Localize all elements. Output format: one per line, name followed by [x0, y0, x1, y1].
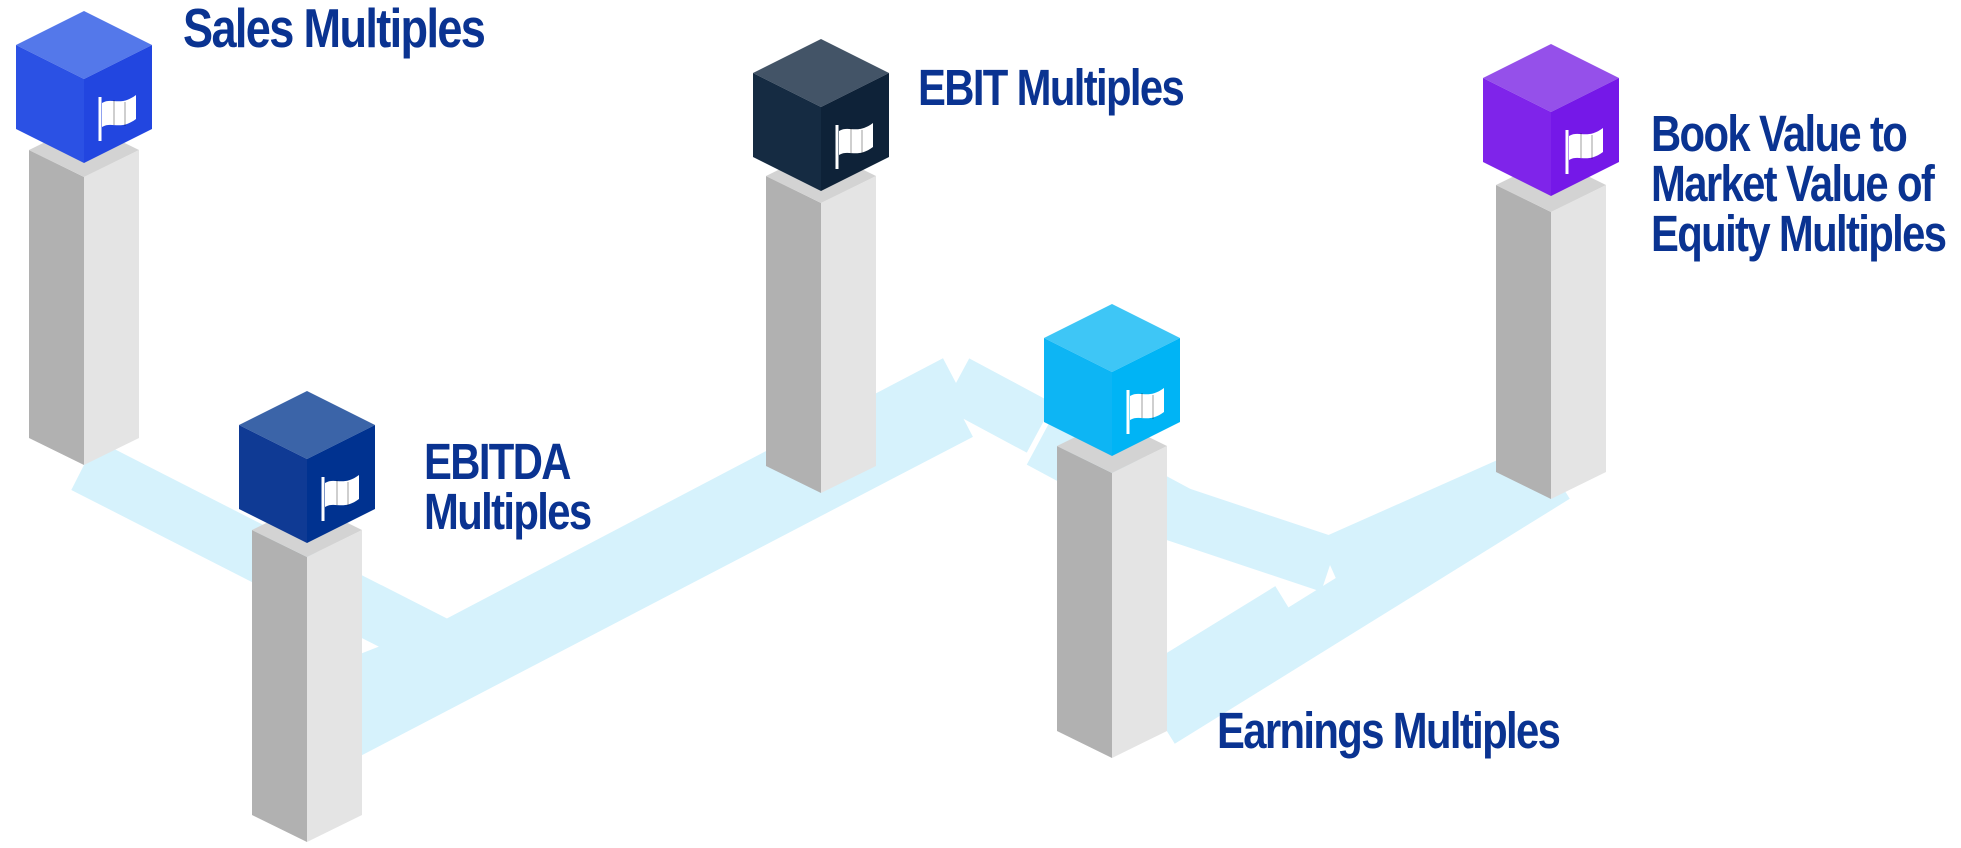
label-ebit-multiples: EBIT Multiples — [918, 59, 1185, 116]
pillar-left-face — [1057, 446, 1112, 758]
label-line: EBIT Multiples — [918, 59, 1185, 116]
pillar-left-face — [1496, 185, 1551, 499]
flag-icon — [98, 95, 136, 141]
label-ebitda-multiples: EBITDA Multiples — [424, 433, 592, 540]
pillar-right-face — [821, 176, 876, 493]
label-line: Sales Multiples — [183, 0, 486, 59]
flag-icon — [1565, 128, 1603, 174]
cube-left-face — [1483, 78, 1551, 196]
label-line: Equity Multiples — [1651, 204, 1947, 262]
label-line: Book Value to — [1651, 105, 1908, 162]
pillars — [16, 11, 1619, 842]
pillar-right-face — [307, 530, 362, 842]
milestone-ebitda — [239, 391, 375, 842]
label-sales-multiples: Sales Multiples — [183, 0, 486, 59]
flag-icon — [321, 475, 359, 521]
label-earnings-multiples: Earnings Multiples — [1217, 702, 1561, 759]
flag-icon — [1126, 388, 1164, 434]
path-segment — [1145, 451, 1570, 744]
pillar-right-face — [1112, 446, 1167, 758]
cube-left-face — [753, 73, 821, 191]
milestone-sales — [16, 11, 152, 465]
milestone-ebit — [753, 39, 889, 493]
label-line: Earnings Multiples — [1217, 702, 1561, 759]
milestone-earnings — [1044, 304, 1180, 758]
pillar-right-face — [1551, 185, 1606, 499]
cube-left-face — [1044, 338, 1112, 456]
cube-left-face — [16, 45, 84, 163]
label-line: Multiples — [424, 482, 592, 540]
flag-icon — [835, 123, 873, 169]
path-segment — [942, 358, 1054, 453]
label-book-value-multiples: Book Value to Market Value of Equity Mul… — [1651, 105, 1947, 262]
path-segment — [1141, 478, 1339, 592]
label-line: Market Value of — [1651, 154, 1935, 212]
pillar-left-face — [29, 150, 84, 465]
pillar-left-face — [252, 530, 307, 842]
pillar-left-face — [766, 176, 821, 493]
milestone-book — [1483, 44, 1619, 499]
pillar-right-face — [84, 150, 139, 465]
cube-left-face — [239, 425, 307, 543]
label-line: EBITDA — [424, 433, 571, 490]
